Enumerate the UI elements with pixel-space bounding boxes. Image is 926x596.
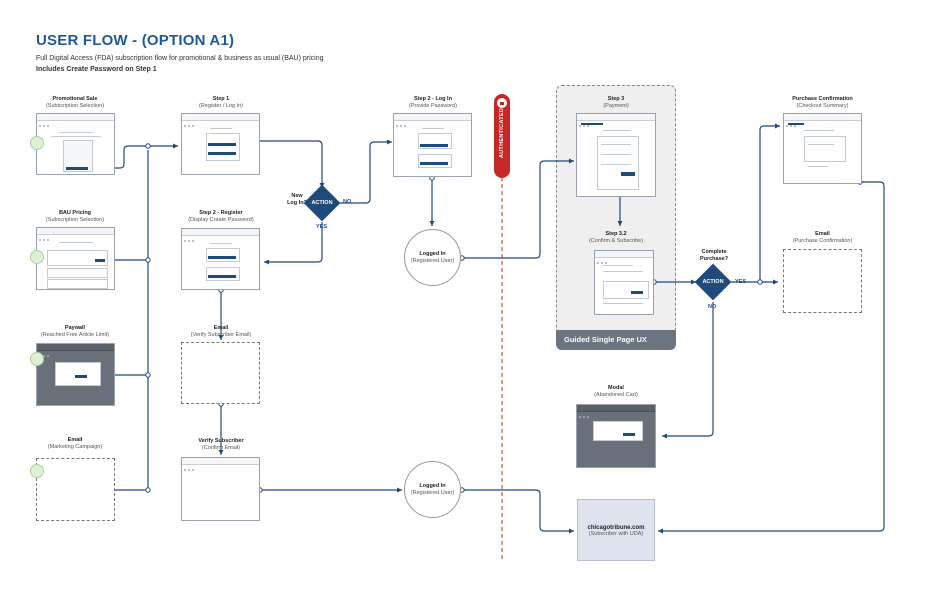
- step3-title: Step 3: [607, 96, 625, 102]
- modal-title: Modal: [608, 385, 624, 391]
- authenticated-label: AUTHENTICATED: [499, 107, 505, 159]
- bau-label: BAU Pricing (Subscription Selection): [30, 210, 120, 224]
- step2-login-title: Step 2 - Log In: [414, 96, 452, 102]
- step2-register-label: Step 2 - Register (Display Create Passwo…: [176, 210, 266, 224]
- promo-sub: (Subscription Selection): [45, 103, 105, 109]
- promo-wireframe[interactable]: [36, 113, 115, 175]
- modal-label: Modal (Abandoned Cart): [571, 385, 661, 399]
- email-verify-sub: (Verify Subscriber Email): [190, 332, 252, 338]
- email-purchase-title: Email: [815, 231, 830, 237]
- step1-sub: (Register / Log In): [198, 103, 244, 109]
- login-decision-action: ACTION: [311, 200, 333, 206]
- logged-in-node: Logged In (Registered User): [404, 229, 461, 286]
- step32-sub: (Confirm & Subscribe): [588, 238, 644, 244]
- paywall-wireframe[interactable]: [36, 343, 115, 406]
- purchase-decision-question: Complete Purchase?: [694, 249, 734, 263]
- email-entry-wireframe[interactable]: [36, 458, 115, 521]
- bau-sub: (Subscription Selection): [45, 217, 105, 223]
- purchase-question-line2: Purchase?: [699, 256, 729, 262]
- purchase-confirmation-title: Purchase Confirmation: [792, 96, 853, 102]
- email-entry-title: Email: [67, 437, 83, 443]
- login-decision-question: New Log In?: [282, 193, 312, 207]
- purchase-decision-action: ACTION: [702, 279, 724, 285]
- site-title: chicagotribune.com: [587, 525, 645, 531]
- site-sub: (Subscriber with UDA): [588, 531, 644, 537]
- start-point-icon: [30, 250, 44, 264]
- paywall-label: Paywall (Reached Free Article Limit): [25, 325, 125, 339]
- start-point-icon: [30, 352, 44, 366]
- purchase-decision-no: NO: [708, 304, 717, 310]
- login-decision-no: NO: [343, 199, 352, 205]
- paywall-sub: (Reached Free Article Limit): [40, 332, 110, 338]
- logged-in-2-sub: (Registered User): [410, 490, 455, 496]
- step1-label: Step 1 (Register / Log In): [176, 96, 266, 110]
- verify-subscriber-label: Verify Subscriber (Confirm Email): [176, 438, 266, 452]
- logged-in-title: Logged In: [419, 251, 446, 257]
- email-entry-label: Email (Marketing Campaign): [30, 437, 120, 451]
- bau-title: BAU Pricing: [58, 210, 92, 216]
- step1-wireframe[interactable]: [181, 113, 260, 175]
- login-decision-yes: YES: [316, 224, 328, 230]
- step2-login-label: Step 2 - Log In (Provide Password): [388, 96, 478, 110]
- email-entry-sub: (Marketing Campaign): [47, 444, 103, 450]
- promo-label: Promotional Sale (Subscription Selection…: [30, 96, 120, 110]
- email-verify-wireframe[interactable]: [181, 342, 260, 404]
- paywall-title: Paywall: [64, 325, 86, 331]
- page-subtitle: Full Digital Access (FDA) subscription f…: [36, 55, 324, 62]
- logged-in-node-2: Logged In (Registered User): [404, 461, 461, 518]
- promo-title: Promotional Sale: [52, 96, 98, 102]
- verify-subscriber-wireframe[interactable]: [181, 457, 260, 521]
- step2-register-wireframe[interactable]: [181, 228, 260, 290]
- purchase-confirmation-sub: (Checkout Summary): [796, 103, 849, 109]
- step2-login-wireframe[interactable]: [393, 113, 472, 177]
- step3-sub: (Payment): [603, 103, 629, 109]
- modal-sub: (Abandoned Cart): [594, 392, 638, 398]
- authenticated-badge: [494, 94, 510, 178]
- site-destination: chicagotribune.com (Subscriber with UDA): [577, 499, 655, 561]
- purchase-question-line1: Complete: [701, 249, 727, 255]
- email-verify-title: Email: [213, 325, 229, 331]
- guided-single-page-label: Guided Single Page UX: [556, 330, 676, 350]
- step2-register-sub: (Display Create Password): [188, 217, 254, 223]
- step3-label: Step 3 (Payment): [571, 96, 661, 110]
- step2-register-title: Step 2 - Register: [199, 210, 243, 216]
- page-note: Includes Create Password on Step 1: [36, 66, 157, 73]
- modal-wireframe[interactable]: [576, 404, 656, 468]
- step32-label: Step 3.2 (Confirm & Subscribe): [571, 231, 661, 245]
- purchase-confirmation-label: Purchase Confirmation (Checkout Summary): [775, 96, 870, 110]
- purchase-decision-yes: YES: [735, 279, 747, 285]
- step32-wireframe[interactable]: [594, 250, 654, 315]
- verify-subscriber-title: Verify Subscriber: [198, 438, 244, 444]
- email-purchase-label: Email (Purchase Confirmation): [775, 231, 870, 245]
- login-question-line1: New: [291, 193, 303, 199]
- email-verify-label: Email (Verify Subscriber Email): [176, 325, 266, 339]
- login-question-line2: Log In?: [287, 200, 307, 206]
- step3-wireframe[interactable]: [576, 113, 656, 197]
- bau-wireframe[interactable]: [36, 227, 115, 290]
- logged-in-sub: (Registered User): [410, 258, 455, 264]
- email-purchase-wireframe[interactable]: [783, 249, 862, 313]
- start-point-icon: [30, 464, 44, 478]
- purchase-confirmation-wireframe[interactable]: [783, 113, 862, 184]
- logged-in-2-title: Logged In: [419, 483, 446, 489]
- step1-title: Step 1: [212, 96, 230, 102]
- step32-title: Step 3.2: [605, 231, 627, 237]
- page-title: USER FLOW - (OPTION A1): [36, 32, 235, 49]
- start-point-icon: [30, 136, 44, 150]
- verify-subscriber-sub: (Confirm Email): [201, 445, 241, 451]
- step2-login-sub: (Provide Password): [409, 103, 457, 109]
- email-purchase-sub: (Purchase Confirmation): [792, 238, 853, 244]
- lock-icon: [497, 98, 507, 108]
